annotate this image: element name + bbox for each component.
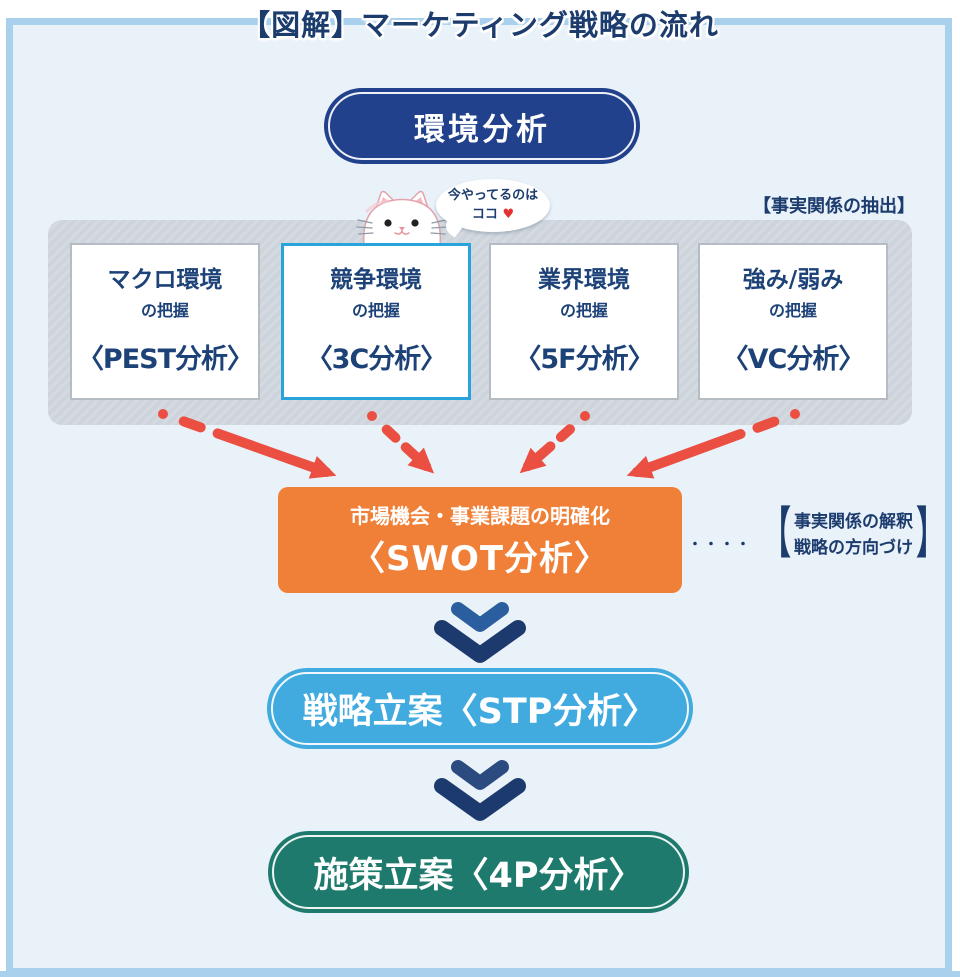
interpretation-line2: 戦略の方向づけ	[794, 538, 913, 558]
double-chevron-down-icon	[434, 760, 526, 821]
heart-icon: ♥	[502, 206, 515, 222]
interpretation-lines: 事実関係の解釈 戦略の方向づけ	[794, 509, 913, 562]
stp-pill-label: 戦略立案〈STP分析〉	[302, 692, 658, 732]
card-5f-method: 〈5F分析〉	[514, 344, 654, 376]
environment-analysis-label: 環境分析	[414, 111, 550, 148]
stp-pill: 戦略立案〈STP分析〉	[267, 668, 693, 749]
card-3c-method: 〈3C分析〉	[305, 344, 448, 376]
swot-line1: 市場機会・事業課題の明確化	[350, 504, 610, 528]
dotted-connector: ・・・・	[688, 537, 752, 553]
converging-arrows-icon	[158, 409, 800, 479]
card-3c: 競争環境 の把握 〈3C分析〉	[281, 243, 471, 400]
card-pest: マクロ環境 の把握 〈PEST分析〉	[70, 243, 260, 400]
bracket-close: 】	[915, 502, 947, 567]
environment-analysis-pill: 環境分析	[324, 88, 640, 164]
card-vc-sub: の把握	[768, 301, 817, 321]
card-5f-sub: の把握	[559, 301, 608, 321]
speech-bubble-line1: 今やってるのは	[447, 188, 539, 204]
card-vc-method: 〈VC分析〉	[721, 344, 866, 376]
4p-pill: 施策立案〈4P分析〉	[268, 831, 689, 913]
swot-line2: 〈SWOT分析〉	[350, 539, 610, 579]
card-pest-method: 〈PEST分析〉	[76, 344, 254, 376]
double-chevron-down-icon	[434, 602, 526, 663]
speech-bubble: 今やってるのは ココ ♥	[436, 179, 550, 232]
card-pest-sub: の把握	[140, 301, 189, 321]
speech-bubble-line2-text: ココ	[471, 206, 503, 222]
interpretation-note: 【 事実関係の解釈 戦略の方向づけ 】	[748, 507, 959, 563]
card-5f: 業界環境 の把握 〈5F分析〉	[489, 243, 679, 400]
swot-box: 市場機会・事業課題の明確化 〈SWOT分析〉	[278, 487, 682, 593]
card-3c-name: 競争環境	[330, 266, 422, 293]
card-3c-sub: の把握	[351, 301, 400, 321]
speech-bubble-line2: ココ ♥	[472, 206, 514, 224]
card-vc: 強み/弱み の把握 〈VC分析〉	[698, 243, 888, 400]
fact-extraction-note: 【事実関係の抽出】	[753, 196, 915, 217]
card-pest-name: マクロ環境	[107, 266, 223, 293]
bottom-border-strip	[0, 971, 960, 977]
4p-pill-label: 施策立案〈4P分析〉	[313, 855, 644, 896]
card-vc-name: 強み/弱み	[742, 266, 844, 293]
bracket-open: 【	[760, 502, 792, 567]
interpretation-line1: 事実関係の解釈	[794, 511, 913, 532]
cat-mascot-icon	[356, 190, 448, 246]
card-5f-name: 業界環境	[538, 266, 630, 293]
page-title: 【図解】マーケティング戦略の流れ	[241, 8, 719, 42]
